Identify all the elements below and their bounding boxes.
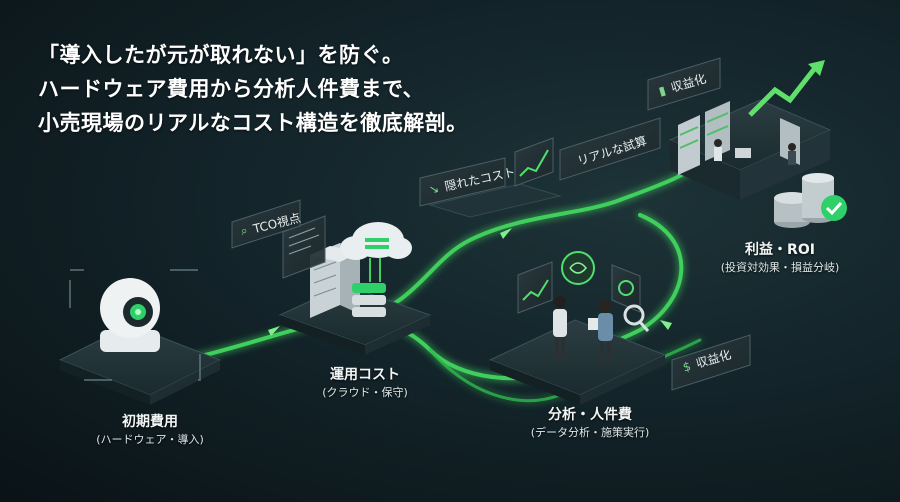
cloud-icon [340,222,412,282]
analysis-panels [517,261,641,314]
storage-stack-icon [352,283,386,317]
initial-cost-subtitle: (ハードウェア・導入) [96,433,204,446]
profit-roi-subtitle: (投資対効果・損益分岐) [720,261,840,274]
people-figures [553,296,613,363]
profit-roi-label: 利益・ROI (投資対効果・損益分岐) [690,240,870,276]
headline-line-1: 「導入したが元が取れない」を防ぐ。 [38,43,404,67]
operation-cost-subtitle: (クラウド・保守) [322,386,408,399]
monetize-top-panel [647,57,721,111]
profit-roi-title: 利益・ROI [745,242,815,258]
initial-cost-label: 初期費用 (ハードウェア・導入) [70,412,230,448]
tco-panel [231,199,301,249]
operation-cost-title: 運用コスト [330,367,400,383]
brain-icon [561,251,595,285]
check-icon [821,195,847,221]
camera-icon [100,278,160,352]
analysis-platform [488,319,667,405]
headline: 「導入したが元が取れない」を防ぐ。 ハードウェア費用から分析人件費まで、 小売現… [38,38,468,140]
store-shelves [678,101,800,175]
hidden-cost-panel [419,157,562,218]
analysis-cost-title: 分析・人件費 [548,407,632,423]
analysis-cost-subtitle: (データ分析・施策実行) [530,426,650,439]
code-panel [282,215,326,279]
growth-arrow-icon [748,60,825,117]
trial-calc-panel [514,117,661,187]
headline-line-2: ハードウェア費用から分析人件費まで、 [38,77,425,101]
operation-cost-label: 運用コスト (クラウド・保守) [300,365,430,401]
monetize-side-panel [671,334,751,391]
analysis-cost-label: 分析・人件費 (データ分析・施策実行) [500,405,680,441]
flow-arrows [268,228,672,336]
initial-cost-title: 初期費用 [122,414,178,430]
trend-down-icon: ↘ [427,180,441,197]
headline-line-3: 小売現場のリアルなコスト構造を徹底解剖。 [38,111,468,135]
magnifier-icon [623,304,650,332]
